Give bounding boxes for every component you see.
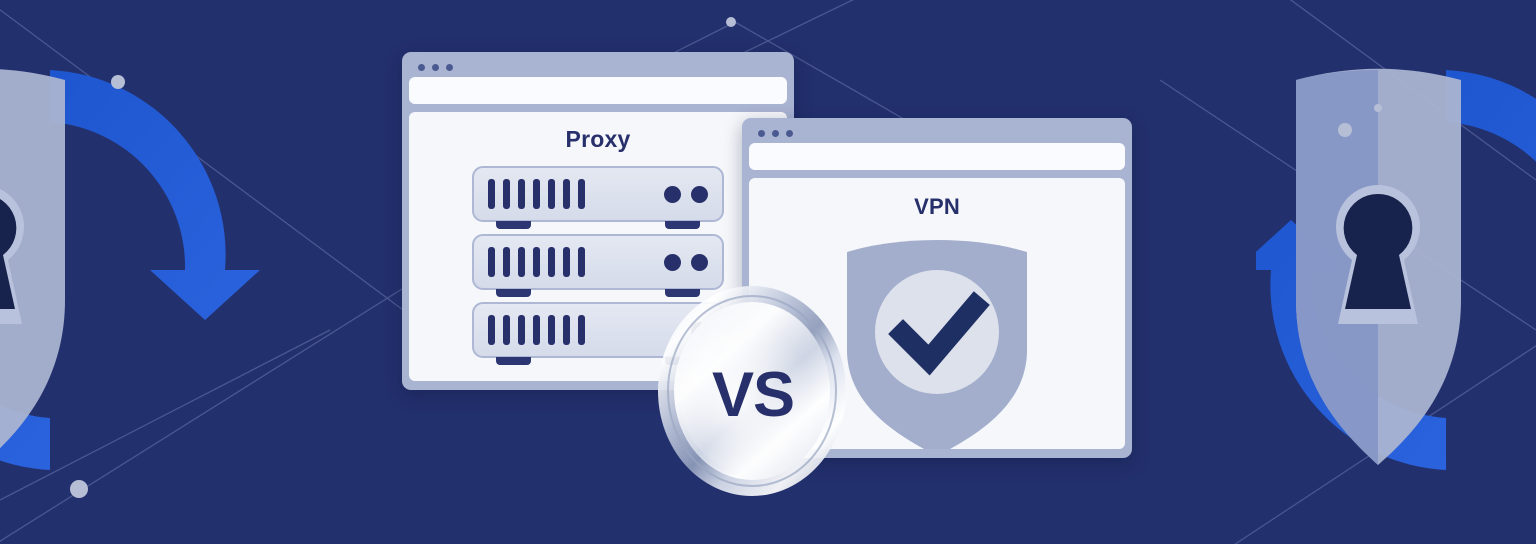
server-led-group: [658, 253, 708, 271]
server-led-indicator: [664, 253, 681, 271]
server-led-indicator: [664, 185, 681, 203]
maximize-dot-icon[interactable]: [786, 130, 793, 137]
server-foot: [496, 289, 531, 297]
maximize-dot-icon[interactable]: [446, 64, 453, 71]
background-dot: [1338, 123, 1352, 137]
minimize-dot-icon[interactable]: [432, 64, 439, 71]
close-dot-icon[interactable]: [758, 130, 765, 137]
vpn-browser-window[interactable]: VPN: [742, 118, 1132, 458]
server-slot: [533, 315, 540, 345]
proxy-titlebar: [409, 59, 787, 76]
background-dot: [726, 17, 736, 27]
server-slot: [548, 247, 555, 277]
server-slot: [563, 247, 570, 277]
vpn-titlebar: [749, 125, 1125, 142]
minimize-dot-icon[interactable]: [772, 130, 779, 137]
server-slot: [578, 315, 585, 345]
server-foot: [665, 221, 700, 229]
server-led-indicator: [691, 253, 708, 271]
server-slot: [503, 179, 510, 209]
proxy-window-title: Proxy: [565, 126, 631, 152]
server-slot: [533, 179, 540, 209]
server-led-indicator: [691, 185, 708, 203]
proxy-address-bar[interactable]: [409, 77, 787, 104]
server-slot: [563, 179, 570, 209]
server-slot: [503, 315, 510, 345]
server-foot: [665, 289, 700, 297]
background-dot: [1374, 104, 1382, 112]
server-slot: [563, 315, 570, 345]
server-led-group: [658, 185, 708, 203]
server-foot: [496, 221, 531, 229]
server-feet: [474, 221, 722, 229]
server-foot: [496, 357, 531, 365]
vpn-window-title: VPN: [914, 194, 960, 219]
server-slot: [488, 315, 495, 345]
server-slot: [548, 179, 555, 209]
vs-badge: VS: [654, 283, 850, 499]
vpn-address-bar[interactable]: [749, 143, 1125, 170]
server-slot: [578, 247, 585, 277]
shield-keyhole-refresh-icon-right: [1256, 68, 1536, 470]
server-feet: [474, 289, 722, 297]
vs-label: VS: [711, 359, 795, 430]
close-dot-icon[interactable]: [418, 64, 425, 71]
shield-keyhole-refresh-icon-left: [0, 69, 260, 470]
server-slot: [488, 179, 495, 209]
server-unit: [472, 234, 724, 297]
server-slot: [533, 247, 540, 277]
server-slot-group: [488, 315, 685, 345]
background-dot: [70, 480, 88, 498]
server-slot: [518, 315, 525, 345]
server-slot: [578, 179, 585, 209]
server-unit: [472, 166, 724, 229]
server-slot-group: [488, 179, 658, 209]
server-slot: [488, 247, 495, 277]
background-dot: [111, 75, 125, 89]
server-slot-group: [488, 247, 658, 277]
shield-check-icon: [839, 230, 1035, 449]
server-slot: [503, 247, 510, 277]
server-slot: [518, 179, 525, 209]
server-slot: [518, 247, 525, 277]
server-slot: [548, 315, 555, 345]
